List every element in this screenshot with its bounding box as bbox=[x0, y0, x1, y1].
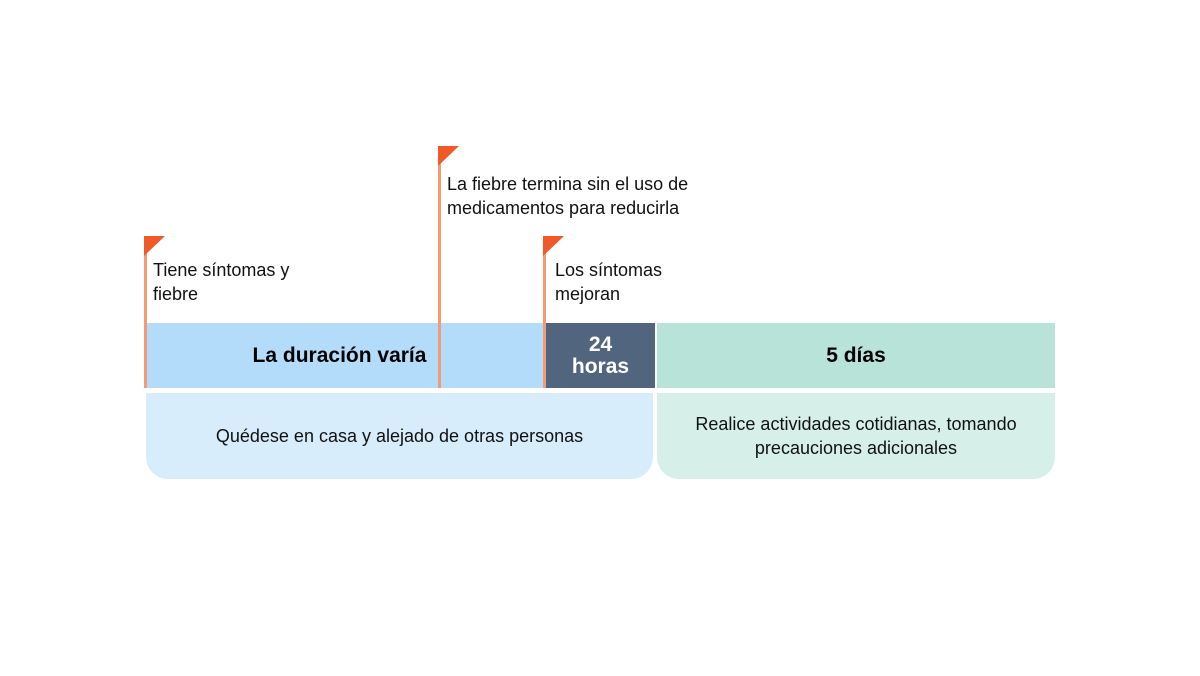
period-bar-5-days: 5 días bbox=[657, 323, 1055, 388]
flagpole-symptoms bbox=[144, 236, 147, 388]
milestone-label-fever-ends: La fiebre termina sin el uso de medicame… bbox=[447, 174, 689, 218]
guidance-panel-stay-home: Quédese en casa y alejado de otras perso… bbox=[146, 393, 653, 479]
period-bar-24-hours: 24 horas bbox=[546, 323, 655, 388]
flagpole-fever-ends bbox=[438, 146, 441, 388]
period-label-24-hours: 24 horas bbox=[571, 332, 630, 378]
guidance-label-stay-home: Quédese en casa y alejado de otras perso… bbox=[215, 426, 584, 446]
guidance-panel-daily-activities: Realice actividades cotidianas, tomando … bbox=[657, 393, 1055, 479]
period-bar-varies: La duración varía bbox=[146, 323, 543, 388]
flag-icon bbox=[438, 146, 459, 166]
flag-icon bbox=[144, 236, 165, 256]
flag-icon bbox=[543, 236, 564, 256]
flagpole-symptoms-improve bbox=[543, 236, 546, 388]
guidance-label-daily-activities: Realice actividades cotidianas, tomando … bbox=[695, 414, 1017, 458]
milestone-label-symptoms: Tiene síntomas y fiebre bbox=[153, 260, 290, 304]
milestone-label-symptoms-improve: Los síntomas mejoran bbox=[555, 260, 663, 304]
period-label-5-days: 5 días bbox=[826, 343, 886, 367]
period-label-varies: La duración varía bbox=[252, 343, 427, 367]
